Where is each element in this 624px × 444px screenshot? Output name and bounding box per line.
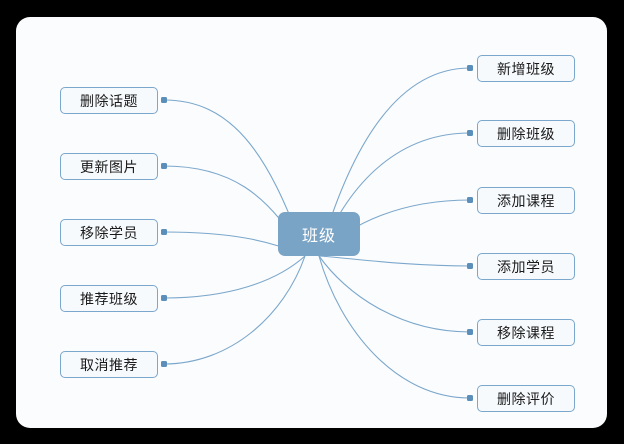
left-node-label: 推荐班级 [80,291,138,308]
right-node-label: 新增班级 [497,61,555,78]
right-node-delete-class[interactable]: 删除班级 [477,120,575,147]
right-node-label: 移除课程 [497,325,555,342]
connector-dot-right-3 [467,197,473,203]
left-node-label: 取消推荐 [80,357,138,374]
connector-dot-left-4 [161,295,167,301]
center-node-label: 班级 [301,226,336,245]
left-node-label: 移除学员 [80,225,138,242]
connector-dot-right-5 [467,329,473,335]
right-node-label: 删除班级 [497,126,555,143]
connector-dot-right-2 [467,130,473,136]
right-node-label: 添加课程 [497,193,555,210]
connector-dot-left-3 [161,229,167,235]
right-node-label: 添加学员 [497,259,555,276]
right-node-label: 删除评价 [497,391,555,408]
connector-dot-left-5 [161,361,167,367]
right-node-delete-review[interactable]: 删除评价 [477,385,575,412]
left-node-update-image[interactable]: 更新图片 [60,153,158,180]
left-node-remove-student[interactable]: 移除学员 [60,219,158,246]
left-node-cancel-recommend[interactable]: 取消推荐 [60,351,158,378]
right-node-add-class[interactable]: 新增班级 [477,55,575,82]
connector-dot-right-1 [467,65,473,71]
left-node-recommend-class[interactable]: 推荐班级 [60,285,158,312]
connector-dot-right-6 [467,395,473,401]
connector-dot-right-4 [467,263,473,269]
connector-dot-left-2 [161,163,167,169]
left-node-label: 删除话题 [80,93,138,110]
left-node-label: 更新图片 [80,159,138,176]
connector-dot-left-1 [161,97,167,103]
right-node-add-course[interactable]: 添加课程 [477,187,575,214]
left-node-delete-topic[interactable]: 删除话题 [60,87,158,114]
center-node-class[interactable]: 班级 [278,212,360,256]
right-node-add-student[interactable]: 添加学员 [477,253,575,280]
right-node-remove-course[interactable]: 移除课程 [477,319,575,346]
